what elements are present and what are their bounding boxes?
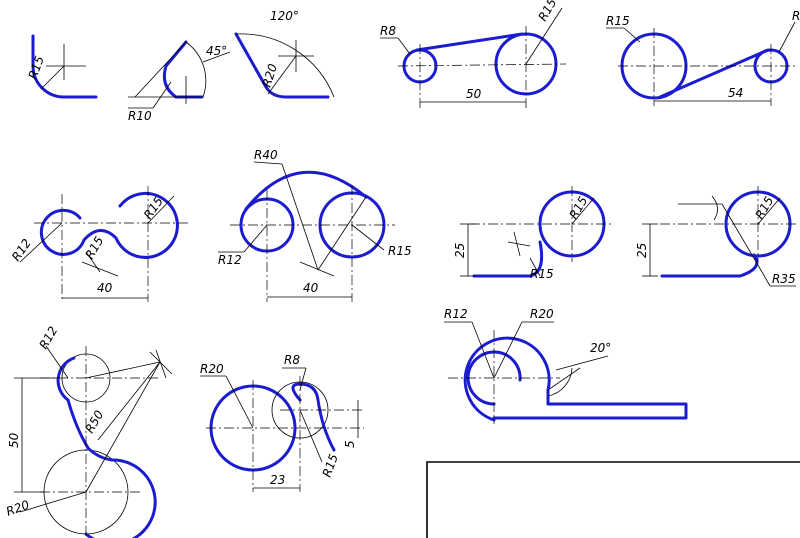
radius-label: R15: [26, 54, 47, 81]
distance-label: 23: [270, 473, 285, 487]
radius-label: R12: [444, 307, 468, 321]
radius-label: R8: [792, 9, 800, 23]
radius-label: R10: [128, 109, 152, 123]
radius-label: R40: [254, 148, 278, 162]
radius-label: R15: [752, 194, 776, 221]
figure-hook-20deg: R12 R20 20°: [444, 307, 688, 424]
figure-crossed-tangent-54: 54 R15 R8: [606, 9, 800, 106]
figure-circles-fillet-40: 40 R12 R15 R15: [9, 186, 190, 302]
height-label: 25: [635, 243, 649, 258]
distance-label: 50: [466, 87, 482, 101]
figure-corner-fillet-r15: R15: [26, 34, 98, 99]
radius-label: R20: [4, 497, 31, 518]
figure-tangent-circles-50: 50 R8 R15: [380, 0, 567, 110]
radius-label: R15: [606, 14, 630, 28]
figure-line-fillet-r35: 25 R35 R15: [635, 186, 798, 287]
radius-label: R50: [82, 408, 106, 436]
angle-label: 120°: [270, 9, 299, 23]
radius-label: R15: [530, 267, 554, 281]
radius-label: R20: [260, 62, 281, 89]
radius-label: R15: [566, 194, 590, 221]
radius-label: R12: [36, 324, 60, 351]
distance-label: 40: [97, 281, 113, 295]
angle-label: 45°: [206, 44, 227, 58]
distance-label: 54: [728, 86, 743, 100]
radius-label: R15: [320, 452, 341, 479]
height-label: 50: [7, 432, 21, 448]
figure-angle-fillet-r10: 45° R10: [128, 40, 231, 123]
radius-label: R20: [200, 362, 224, 376]
figure-angle-fillet-r20: 120° R20: [234, 9, 335, 99]
distance-label: 40: [303, 281, 319, 295]
figure-s-curve-r50: 50 R12 R50 R20: [4, 324, 173, 538]
radius-label: R15: [535, 0, 559, 24]
radius-label: R20: [530, 307, 554, 321]
figure-line-fillet-r15: 25 R15 R15: [453, 186, 612, 281]
figure-outer-arc-40: 40 R40 R12 R15: [218, 148, 412, 302]
title-block-frame: [426, 461, 800, 538]
radius-label: R12: [218, 253, 242, 267]
radius-label: R8: [380, 24, 396, 38]
angle-label: 20°: [590, 341, 611, 355]
radius-label: R35: [772, 272, 796, 286]
radius-label: R15: [388, 244, 412, 258]
height-label: 25: [453, 243, 467, 258]
radius-label: R12: [9, 236, 34, 263]
figure-offset-circles-23: 23 5 R20 R8 R15: [200, 353, 364, 492]
radius-label: R8: [284, 353, 300, 367]
offset-label: 5: [343, 440, 357, 448]
